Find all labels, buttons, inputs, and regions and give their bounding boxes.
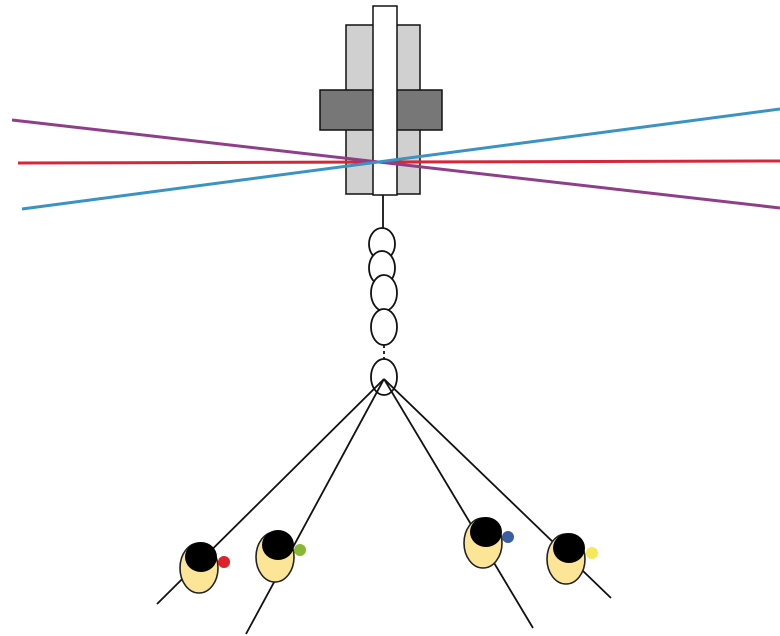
red-marker (218, 556, 230, 568)
blue-beam (21, 107, 780, 211)
figure-hair (470, 517, 502, 547)
chain (368, 195, 398, 396)
figure-3 (463, 517, 514, 569)
string-to-figure-3 (383, 378, 534, 629)
figure-hair (262, 530, 294, 560)
purple-beam (11, 118, 780, 210)
chain-link (370, 358, 398, 396)
beams (11, 107, 780, 211)
chain-link (370, 308, 398, 346)
post-core (372, 5, 398, 196)
string-to-figure-2 (245, 378, 385, 635)
figure-4 (546, 533, 598, 585)
figure-2 (255, 530, 306, 583)
figure-hair (553, 533, 585, 563)
figure-1 (179, 542, 230, 594)
chain-link (370, 274, 398, 312)
blue-marker (502, 531, 514, 543)
red-beam (17, 159, 780, 165)
green-marker (294, 544, 306, 556)
yellow-marker (586, 547, 598, 559)
figure-hair (185, 542, 217, 572)
